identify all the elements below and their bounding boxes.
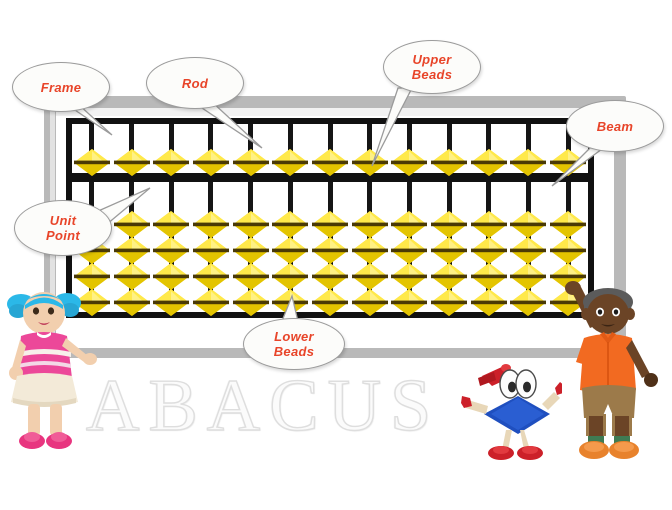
abacus-lower-bead <box>232 262 269 290</box>
callout-beam-label: Beam <box>596 118 634 134</box>
abacus-lower-bead <box>272 262 309 290</box>
abacus-lower-bead <box>510 288 547 316</box>
abacus-lower-bead <box>73 288 110 316</box>
abacus-lower-bead <box>113 210 150 238</box>
abacus-lower-bead <box>391 236 428 264</box>
abacus-lower-bead <box>113 236 150 264</box>
abacus-lower-bead <box>431 288 468 316</box>
abacus-wordmark: ABACUS <box>85 365 441 447</box>
callout-unit-point[interactable]: Unit Point <box>14 200 112 256</box>
abacus-lower-bead <box>470 210 507 238</box>
abacus-lower-bead <box>391 210 428 238</box>
abacus-lower-bead <box>232 210 269 238</box>
abacus-upper-bead <box>431 148 468 176</box>
callout-beam[interactable]: Beam <box>566 100 664 152</box>
abacus-upper-bead <box>312 148 348 176</box>
abacus-lower-bead <box>153 262 190 290</box>
abacus-lower-bead <box>192 236 229 264</box>
abacus-lower-bead <box>272 236 309 264</box>
abacus-lower-bead <box>232 288 269 316</box>
abacus-upper-bead <box>391 148 428 176</box>
abacus-lower-bead <box>550 210 587 238</box>
abacus-lower-bead <box>550 236 587 264</box>
callout-rod-label: Rod <box>181 75 209 91</box>
abacus-lower-bead <box>431 210 468 238</box>
callout-lower-beads[interactable]: Lower Beads <box>243 318 345 370</box>
abacus-lower-bead <box>351 210 388 238</box>
abacus-lower-bead <box>431 236 468 264</box>
abacus-lower-bead <box>351 262 388 290</box>
abacus-lower-bead <box>351 288 388 316</box>
abacus-lower-bead <box>153 288 190 316</box>
abacus-lower-bead <box>272 210 309 238</box>
abacus-upper-bead <box>232 148 269 176</box>
callout-frame-label: Frame <box>40 79 82 95</box>
abacus-lower-bead <box>510 236 547 264</box>
callout-frame[interactable]: Frame <box>12 62 110 112</box>
abacus-lower-bead <box>192 288 229 316</box>
abacus-beam <box>66 173 594 182</box>
abacus-lower-bead <box>73 262 110 290</box>
abacus-upper-bead <box>510 148 547 176</box>
abacus-lower-bead <box>470 262 507 290</box>
girl-character <box>7 292 97 449</box>
abacus-lower-bead <box>232 236 269 264</box>
abacus-lower-bead <box>312 236 348 264</box>
callout-lower-beads-label: Lower Beads <box>273 329 315 359</box>
abacus-upper-bead <box>550 148 587 176</box>
abacus-upper-bead <box>272 148 309 176</box>
abacus-upper-bead <box>192 148 229 176</box>
abacus-lower-bead <box>312 262 348 290</box>
abacus-lower-bead <box>391 288 428 316</box>
abacus-upper-bead <box>351 148 388 176</box>
abacus-lower-bead <box>431 262 468 290</box>
abacus-upper-bead <box>113 148 150 176</box>
callout-rod[interactable]: Rod <box>146 57 244 109</box>
abacus-lower-bead <box>470 236 507 264</box>
callout-upper-beads-label: Upper Beads <box>411 52 453 82</box>
boy-character <box>565 281 658 459</box>
callout-upper-beads[interactable]: Upper Beads <box>383 40 481 94</box>
abacus-lower-bead <box>312 210 348 238</box>
abacus-upper-bead <box>153 148 190 176</box>
abacus-upper-bead <box>470 148 507 176</box>
abacus-frame-highlight <box>56 108 614 116</box>
abacus-lower-bead <box>510 262 547 290</box>
abacus-lower-bead <box>510 210 547 238</box>
abacus-lower-bead <box>113 262 150 290</box>
bead-mascot-character <box>461 364 562 460</box>
abacus-lower-bead <box>550 262 587 290</box>
callout-unit-point-label: Unit Point <box>46 213 80 243</box>
abacus-lower-bead <box>312 288 348 316</box>
abacus-lower-bead <box>192 210 229 238</box>
abacus-lower-bead <box>351 236 388 264</box>
abacus-lower-bead <box>153 236 190 264</box>
abacus-lower-bead <box>113 288 150 316</box>
abacus-lower-bead <box>192 262 229 290</box>
abacus-lower-bead <box>391 262 428 290</box>
abacus-lower-bead <box>153 210 190 238</box>
abacus-lower-bead <box>470 288 507 316</box>
abacus-upper-bead <box>73 148 110 176</box>
